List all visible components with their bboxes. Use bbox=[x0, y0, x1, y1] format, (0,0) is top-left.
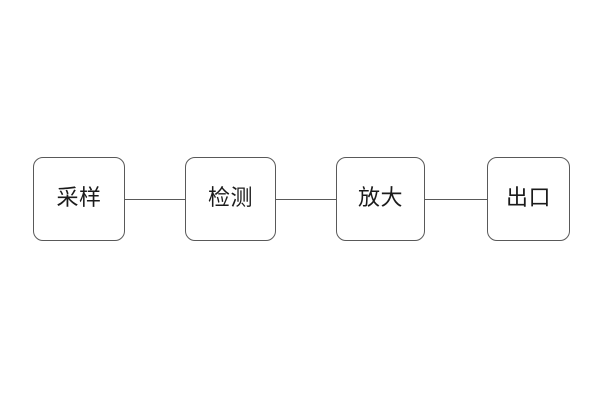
node-sampling[interactable]: 采样 bbox=[33, 157, 125, 241]
node-detection-label: 检测 bbox=[207, 186, 253, 211]
connector-sampling-to-detection bbox=[125, 199, 185, 200]
node-detection[interactable]: 检测 bbox=[185, 157, 276, 241]
node-output-label: 出口 bbox=[505, 186, 551, 211]
connector-amplification-to-output bbox=[425, 199, 487, 200]
node-sampling-label: 采样 bbox=[56, 186, 102, 211]
node-output[interactable]: 出口 bbox=[487, 157, 570, 241]
connector-detection-to-amplification bbox=[276, 199, 336, 200]
node-amplification-label: 放大 bbox=[357, 186, 403, 211]
node-amplification[interactable]: 放大 bbox=[336, 157, 425, 241]
